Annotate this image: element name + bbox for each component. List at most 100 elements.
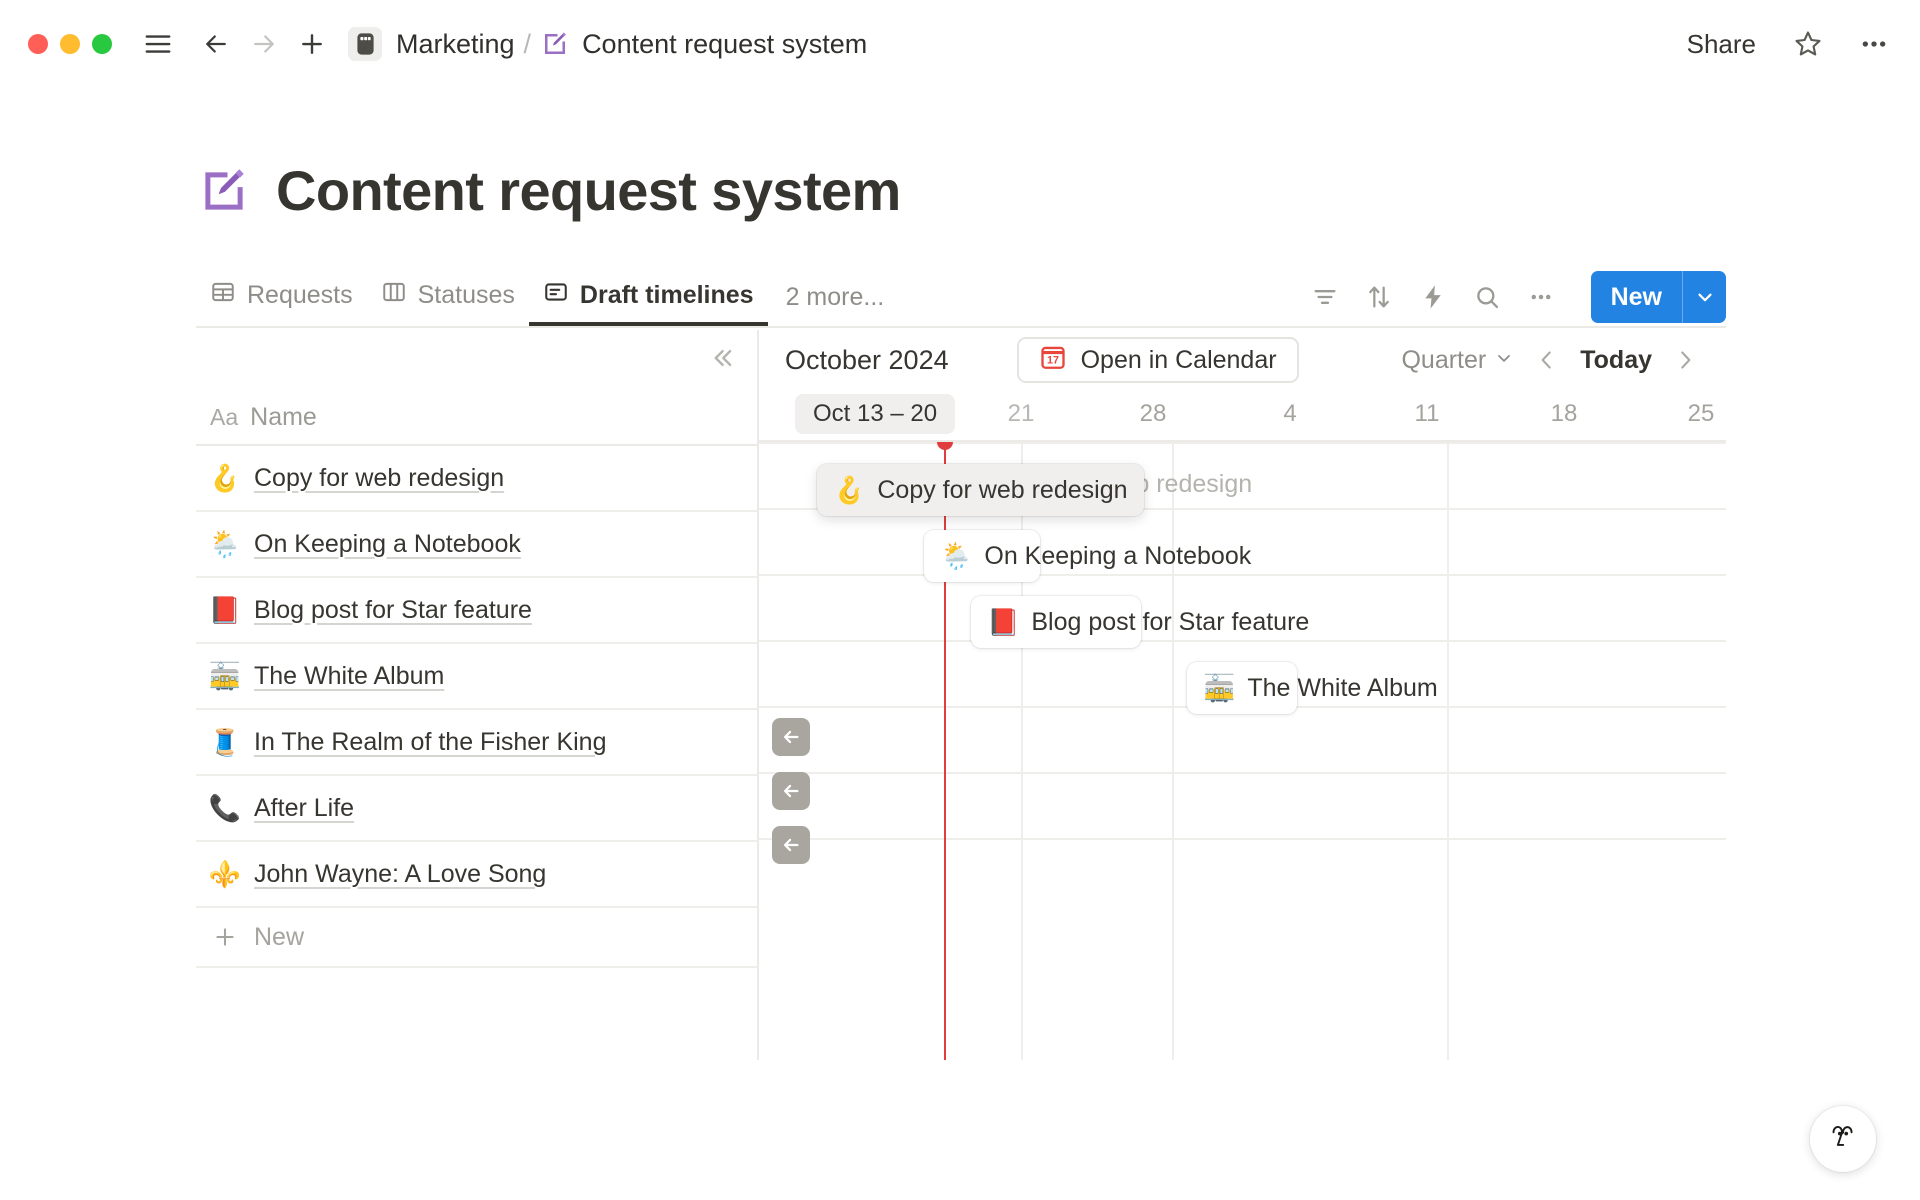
titlebar-actions: Share	[1681, 0, 1894, 88]
plus-icon	[210, 924, 240, 950]
list-item[interactable]: 🧵 In The Realm of the Fisher King	[196, 710, 757, 776]
grid-row-divider	[759, 640, 1726, 642]
timeline-canvas: October 2024 17 Open in Calendar Quarter	[759, 330, 1726, 1060]
board-icon	[381, 279, 407, 312]
ruler-tick: 21	[1007, 400, 1035, 427]
open-in-calendar-label: Open in Calendar	[1080, 345, 1277, 374]
row-emoji-thread-icon: 🧵	[208, 726, 242, 757]
jump-to-item-button[interactable]	[772, 772, 810, 810]
jump-to-item-button[interactable]	[772, 718, 810, 756]
breadcrumb-workspace[interactable]: Marketing	[396, 28, 515, 59]
view-tabs: Requests Statuses Draf	[196, 268, 884, 326]
share-button[interactable]: Share	[1686, 28, 1756, 59]
close-window-button[interactable]	[28, 34, 48, 54]
notion-ai-face-icon	[1824, 1118, 1862, 1161]
table-icon	[210, 279, 236, 312]
tab-draft-timelines[interactable]: Draft timelines	[528, 268, 768, 326]
view-tool-buttons: New	[1303, 268, 1726, 326]
timeline-bar[interactable]: 🌦️ On Keeping a Notebook	[924, 530, 1251, 582]
list-item-label[interactable]: The White Album	[254, 661, 445, 690]
timeline-today-button[interactable]: Today	[1580, 345, 1652, 374]
list-item[interactable]: 🚋 The White Album	[196, 644, 757, 710]
automation-icon[interactable]	[1411, 275, 1455, 319]
timeline-date-ruler[interactable]: 21 28 4 11 18 25 Oct 13 – 20	[759, 390, 1726, 442]
filter-icon[interactable]	[1303, 275, 1347, 319]
dragged-date-range-pill: Oct 13 – 20	[795, 394, 956, 434]
list-item-label[interactable]: In The Realm of the Fisher King	[254, 727, 607, 756]
view-more-options-icon[interactable]	[1519, 275, 1563, 319]
list-item-label[interactable]: Copy for web redesign	[254, 463, 505, 492]
tab-requests[interactable]: Requests	[196, 268, 367, 326]
name-column-header[interactable]: Aa Name	[196, 390, 757, 446]
list-item-label[interactable]: After Life	[254, 793, 355, 822]
timeline-header: October 2024 17 Open in Calendar Quarter	[759, 330, 1726, 390]
grid-row-divider	[759, 772, 1726, 774]
minimize-window-button[interactable]	[60, 34, 80, 54]
open-in-calendar-button[interactable]: 17 Open in Calendar	[1016, 337, 1299, 383]
grid-row-divider	[759, 442, 1726, 444]
timeline-next-icon[interactable]	[1666, 341, 1704, 379]
bar-emoji-hook-icon: 🪝	[833, 475, 866, 505]
list-item[interactable]: 🌦️ On Keeping a Notebook	[196, 512, 757, 578]
list-item[interactable]: 🪝 Copy for web redesign	[196, 446, 757, 512]
breadcrumb-page-title[interactable]: Content request system	[582, 28, 868, 59]
row-emoji-sun-behind-rain-cloud-icon: 🌦️	[208, 528, 242, 559]
collapse-panel-row	[196, 330, 757, 390]
add-new-row-button[interactable]: New	[196, 908, 757, 968]
favorite-star-icon[interactable]	[1788, 24, 1828, 64]
database-icon[interactable]	[348, 27, 382, 61]
timeline-icon	[543, 279, 569, 312]
timeline-zoom-select[interactable]: Quarter	[1387, 346, 1528, 375]
chevron-down-icon	[1494, 346, 1514, 375]
row-emoji-closed-book-icon: 📕	[208, 594, 242, 625]
sort-icon[interactable]	[1357, 275, 1401, 319]
ruler-tick: 28	[1139, 400, 1167, 427]
list-item[interactable]: 📕 Blog post for Star feature	[196, 578, 757, 644]
tab-statuses-label: Statuses	[417, 280, 515, 309]
more-views-button[interactable]: 2 more...	[785, 282, 885, 311]
ruler-tick: 11	[1414, 400, 1440, 427]
calendar-17-icon: 17	[1039, 343, 1067, 378]
page-emoji[interactable]	[196, 163, 252, 219]
new-record-dropdown-icon[interactable]	[1682, 271, 1726, 323]
grid-column-divider	[1447, 442, 1449, 1060]
bar-emoji-tram-car-icon: 🚋	[1203, 673, 1236, 703]
row-emoji-fleur-de-lis-icon: ⚜️	[208, 858, 242, 889]
timeline-prev-icon[interactable]	[1528, 341, 1566, 379]
navigate-back-icon[interactable]	[196, 24, 236, 64]
breadcrumb-page-emoji	[540, 29, 570, 59]
collapse-left-icon[interactable]	[707, 343, 737, 378]
timeline-bar-dragging[interactable]: 🪝 Copy for web redesign	[817, 464, 1144, 516]
tab-statuses[interactable]: Statuses	[367, 268, 529, 326]
timeline-bar-label: On Keeping a Notebook	[984, 541, 1252, 570]
jump-to-item-button[interactable]	[772, 826, 810, 864]
new-page-icon[interactable]	[292, 24, 332, 64]
view-toolbar: Requests Statuses Draf	[196, 268, 1726, 330]
list-item[interactable]: ⚜️ John Wayne: A Love Song	[196, 842, 757, 908]
page-more-options-icon[interactable]	[1854, 24, 1894, 64]
timeline-view: Aa Name 🪝 Copy for web redesign 🌦️ On Ke…	[196, 330, 1726, 1060]
timeline-bar[interactable]: 🚋 The White Album	[1187, 662, 1438, 714]
page-title[interactable]: Content request system	[276, 159, 901, 222]
text-property-icon: Aa	[210, 403, 239, 430]
search-icon[interactable]	[1465, 275, 1509, 319]
row-emoji-telephone-receiver-icon: 📞	[208, 792, 242, 823]
list-item[interactable]: 📞 After Life	[196, 776, 757, 842]
timeline-bar[interactable]: 📕 Blog post for Star feature	[971, 596, 1309, 648]
notion-ai-button[interactable]	[1810, 1106, 1876, 1172]
maximize-window-button[interactable]	[92, 34, 112, 54]
breadcrumb: Marketing / Content request system	[396, 29, 867, 60]
tab-draft-timelines-label: Draft timelines	[579, 280, 754, 309]
timeline-grid[interactable]: Copy for web redesign 🪝 Copy for web red…	[759, 442, 1726, 1060]
new-record-button[interactable]: New	[1610, 282, 1662, 311]
timeline-bar-label: Copy for web redesign	[877, 475, 1128, 504]
tab-requests-label: Requests	[247, 280, 353, 309]
bar-emoji-closed-book-icon: 📕	[987, 607, 1020, 637]
breadcrumb-separator: /	[523, 28, 532, 59]
list-item-label[interactable]: On Keeping a Notebook	[254, 529, 521, 558]
list-item-label[interactable]: John Wayne: A Love Song	[254, 859, 547, 888]
sidebar-toggle-icon[interactable]	[138, 24, 178, 64]
navigate-forward-icon[interactable]	[244, 24, 284, 64]
list-item-label[interactable]: Blog post for Star feature	[254, 595, 532, 624]
row-emoji-tram-car-icon: 🚋	[208, 660, 242, 691]
